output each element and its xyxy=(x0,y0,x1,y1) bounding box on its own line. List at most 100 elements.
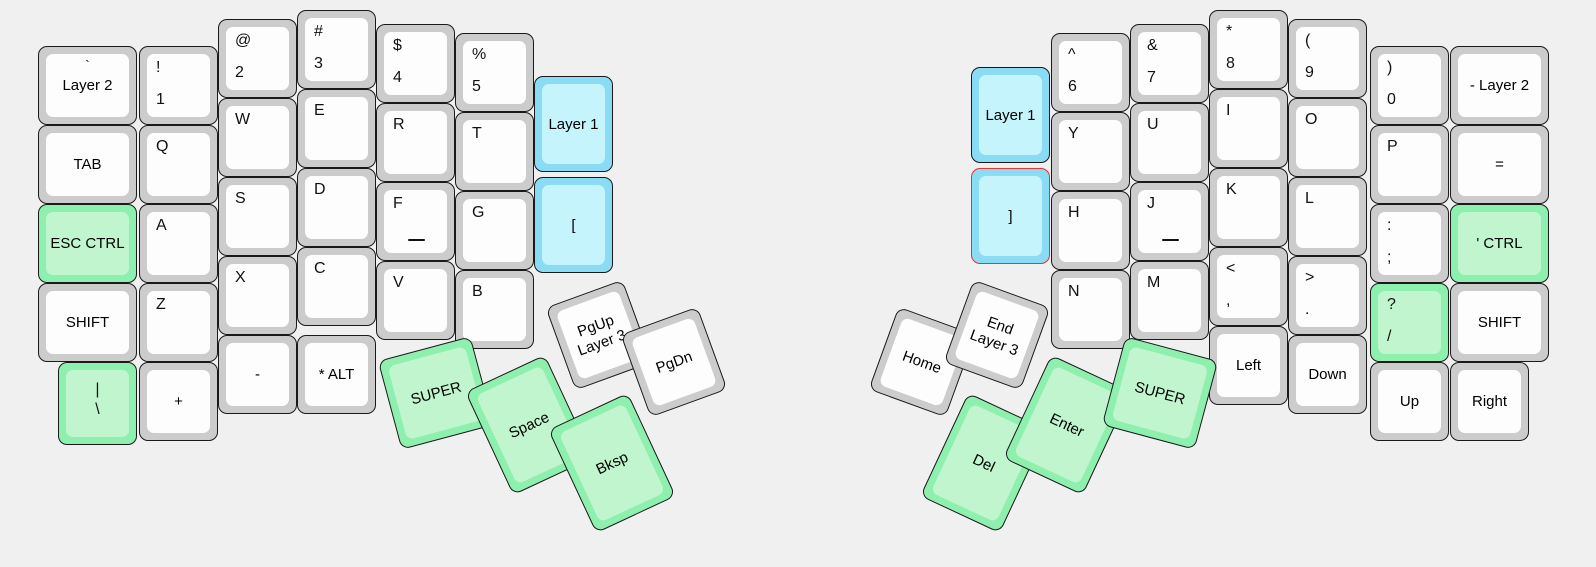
key-legend-center: TAB xyxy=(73,156,102,173)
key-super-right[interactable]: SUPER xyxy=(1101,336,1219,450)
key-period[interactable]: > . xyxy=(1288,256,1367,335)
keycap: [ xyxy=(542,185,605,265)
key-arrow-down[interactable]: Down xyxy=(1288,335,1367,414)
key-o[interactable]: O xyxy=(1288,98,1367,177)
keycap: B xyxy=(463,278,526,341)
keycap: = xyxy=(1458,133,1541,196)
key-j[interactable]: J xyxy=(1130,182,1209,261)
key-semicolon[interactable]: : ; xyxy=(1370,204,1449,283)
keycap: K xyxy=(1217,176,1280,239)
key-u[interactable]: U xyxy=(1130,103,1209,182)
key-k[interactable]: K xyxy=(1209,168,1288,247)
keycap: $ 4 xyxy=(384,32,447,95)
key-t[interactable]: T xyxy=(455,112,534,191)
key-esc-ctrl[interactable]: ESC CTRL xyxy=(38,204,137,283)
key-legend-top: J xyxy=(1147,195,1155,212)
key-legend-center: Layer 1 xyxy=(985,106,1036,124)
keycap: O xyxy=(1296,106,1359,169)
key-6[interactable]: ^ 6 xyxy=(1051,33,1130,112)
key-left-bracket[interactable]: [ xyxy=(534,177,613,273)
key-legend-center: Down xyxy=(1308,366,1347,383)
key-x[interactable]: X xyxy=(218,256,297,335)
key-layer1-right[interactable]: Layer 1 xyxy=(971,67,1050,163)
key-8[interactable]: * 8 xyxy=(1209,10,1288,89)
key-ctrl-right[interactable]: ' CTRL xyxy=(1450,204,1549,283)
keycap: * 8 xyxy=(1217,18,1280,81)
key-legend-bottom: 5 xyxy=(472,78,481,96)
key-legend-center: Bksp xyxy=(593,448,631,478)
keycap: & 7 xyxy=(1138,32,1201,95)
keycap: W xyxy=(226,106,289,169)
key-legend-bottom: 9 xyxy=(1305,64,1314,82)
key-7[interactable]: & 7 xyxy=(1130,24,1209,103)
key-4[interactable]: $ 4 xyxy=(376,24,455,103)
key-arrow-right[interactable]: Right xyxy=(1450,362,1529,441)
keycap: ` Layer 2 xyxy=(46,54,129,117)
key-layer2-right[interactable]: - Layer 2 xyxy=(1450,46,1549,125)
key-shift-right[interactable]: SHIFT xyxy=(1450,283,1549,362)
key-l[interactable]: L xyxy=(1288,177,1367,256)
key-y[interactable]: Y xyxy=(1051,112,1130,191)
key-legend-center: Up xyxy=(1399,393,1420,410)
key-legend-top: Y xyxy=(1068,125,1079,142)
key-slash[interactable]: ? / xyxy=(1370,283,1449,362)
keycap: ESC CTRL xyxy=(46,212,129,275)
key-2[interactable]: @ 2 xyxy=(218,19,297,98)
key-legend-bottom: , xyxy=(1226,292,1231,310)
key-legend-bottom: 0 xyxy=(1387,91,1396,109)
keycap: > . xyxy=(1296,264,1359,327)
key-v[interactable]: V xyxy=(376,261,455,340)
key-legend-center: SUPER xyxy=(408,378,464,408)
key-3[interactable]: # 3 xyxy=(297,10,376,89)
key-5[interactable]: % 5 xyxy=(455,33,534,112)
key-legend-center: Home xyxy=(900,347,944,377)
key-p[interactable]: P xyxy=(1370,125,1449,204)
key-plus[interactable]: + xyxy=(139,362,218,441)
key-h[interactable]: H xyxy=(1051,191,1130,270)
keycap: Layer 1 xyxy=(979,75,1042,155)
key-b[interactable]: B xyxy=(455,270,534,349)
key-layer1-left[interactable]: Layer 1 xyxy=(534,76,613,172)
keycap: Up xyxy=(1378,370,1441,433)
key-n[interactable]: N xyxy=(1051,270,1130,349)
key-right-bracket[interactable]: ] xyxy=(971,168,1050,264)
key-legend-bottom: 6 xyxy=(1068,78,1077,96)
key-9[interactable]: ( 9 xyxy=(1288,19,1367,98)
key-1[interactable]: ! 1 xyxy=(139,46,218,125)
key-s[interactable]: S xyxy=(218,177,297,256)
key-legend-top: * xyxy=(1226,23,1233,40)
key-pipe-backslash[interactable]: |\ xyxy=(58,362,137,445)
key-arrow-up[interactable]: Up xyxy=(1370,362,1449,441)
key-0[interactable]: ) 0 xyxy=(1370,46,1449,125)
key-q[interactable]: Q xyxy=(139,125,218,204)
key-m[interactable]: M xyxy=(1130,261,1209,340)
key-c[interactable]: C xyxy=(297,247,376,326)
key-w[interactable]: W xyxy=(218,98,297,177)
key-layer2-left[interactable]: ` Layer 2 xyxy=(38,46,137,125)
keycap: Left xyxy=(1217,334,1280,397)
keycap: % 5 xyxy=(463,41,526,104)
keycap: S xyxy=(226,185,289,248)
key-z[interactable]: Z xyxy=(139,283,218,362)
key-legend-center: - Layer 2 xyxy=(1469,76,1530,94)
key-legend-top: ! xyxy=(156,59,161,76)
key-r[interactable]: R xyxy=(376,103,455,182)
key-e[interactable]: E xyxy=(297,89,376,168)
key-tab[interactable]: TAB xyxy=(38,125,137,204)
key-equal[interactable]: = xyxy=(1450,125,1549,204)
key-comma[interactable]: < , xyxy=(1209,247,1288,326)
key-legend-top: F xyxy=(393,195,403,212)
key-a[interactable]: A xyxy=(139,204,218,283)
key-shift-left[interactable]: SHIFT xyxy=(38,283,137,362)
key-f[interactable]: F xyxy=(376,182,455,261)
key-i[interactable]: I xyxy=(1209,89,1288,168)
key-g[interactable]: G xyxy=(455,191,534,270)
key-legend-center: * ALT xyxy=(318,365,355,383)
key-minus-left[interactable]: - xyxy=(218,335,297,414)
key-arrow-left[interactable]: Left xyxy=(1209,326,1288,405)
key-d[interactable]: D xyxy=(297,168,376,247)
key-alt[interactable]: * ALT xyxy=(297,335,376,414)
keycap: * ALT xyxy=(305,343,368,406)
key-legend-center: SHIFT xyxy=(1477,314,1522,331)
key-legend-top: ) xyxy=(1387,59,1393,76)
